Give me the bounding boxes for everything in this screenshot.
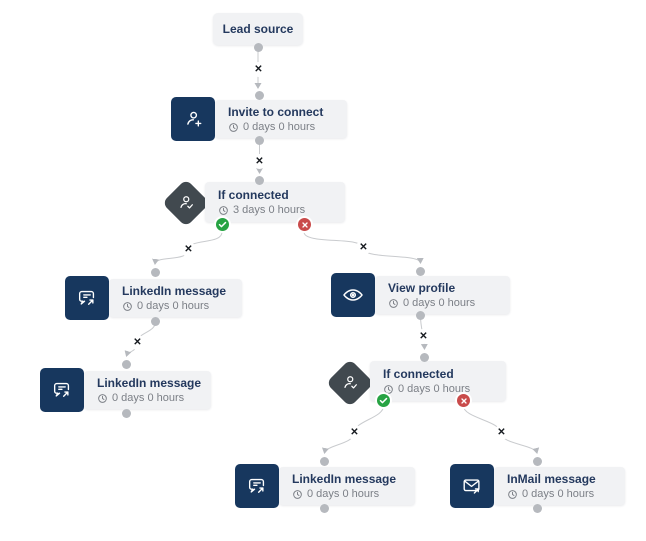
node-delay: 0 days 0 hours <box>243 120 316 133</box>
node-linkedin-message-1[interactable]: LinkedIn message 0 days 0 hours <box>109 279 242 317</box>
node-title: InMail message <box>507 471 596 486</box>
delete-edge-if1-yes-to-lm1-button[interactable]: ✕ <box>181 242 196 257</box>
cross-icon <box>301 221 308 228</box>
person-add-icon <box>187 111 202 127</box>
delete-edge-if2-no-to-inmail-button[interactable]: ✕ <box>494 425 509 440</box>
node-if-connected-1-icon-box[interactable] <box>161 178 211 228</box>
node-linkedin-message-1-icon-box[interactable] <box>65 276 109 320</box>
node-inmail-message[interactable]: InMail message 0 days 0 hours <box>494 467 625 505</box>
delete-edge-view-to-if2-button[interactable]: ✕ <box>416 329 431 344</box>
node-delay: 0 days 0 hours <box>137 299 210 312</box>
handle-top-if-connected-1[interactable] <box>255 176 264 185</box>
delete-edge-if1-no-to-view-button[interactable]: ✕ <box>356 240 371 255</box>
clock-icon <box>389 298 398 308</box>
node-linkedin-message-2-icon-box[interactable] <box>40 368 84 412</box>
node-inmail-message-icon-box[interactable] <box>450 464 494 508</box>
eye-icon <box>343 289 363 301</box>
node-delay: 0 days 0 hours <box>307 487 380 500</box>
check-icon <box>379 397 388 404</box>
chat-message-icon <box>78 290 95 305</box>
delete-edge-invite-to-if1-button[interactable]: ✕ <box>252 154 267 169</box>
handle-top-linkedin-message-2[interactable] <box>122 360 131 369</box>
node-if-connected-2-icon-box[interactable] <box>325 358 375 408</box>
node-if-connected-1[interactable]: If connected 3 days 0 hours <box>205 182 345 222</box>
node-title: If connected <box>218 187 289 202</box>
clock-icon <box>508 489 517 499</box>
clock-icon <box>98 393 107 403</box>
node-delay: 3 days 0 hours <box>233 203 306 216</box>
handle-bottom-view-profile[interactable] <box>416 311 425 320</box>
handle-bottom-inmail-message[interactable] <box>533 504 542 513</box>
branch-yes-badge-if-connected-2[interactable] <box>375 392 392 409</box>
handle-bottom-linkedin-message-3[interactable] <box>320 504 329 513</box>
chat-message-icon <box>53 382 70 397</box>
node-delay: 0 days 0 hours <box>522 487 595 500</box>
node-if-connected-2[interactable]: If connected 0 days 0 hours <box>370 361 506 401</box>
node-title: Lead source <box>222 22 294 36</box>
branch-yes-badge-if-connected-1[interactable] <box>214 216 231 233</box>
branch-no-badge-if-connected-2[interactable] <box>455 392 472 409</box>
handle-bottom-invite[interactable] <box>255 136 264 145</box>
node-linkedin-message-3[interactable]: LinkedIn message 0 days 0 hours <box>279 467 415 505</box>
delete-edge-lm1-to-lm2-button[interactable]: ✕ <box>130 335 145 350</box>
clock-icon <box>293 489 302 499</box>
node-title: LinkedIn message <box>97 375 202 390</box>
clock-icon <box>229 122 238 132</box>
node-title: If connected <box>383 366 454 381</box>
handle-top-if-connected-2[interactable] <box>420 353 429 362</box>
cross-icon <box>460 397 467 404</box>
handle-top-invite[interactable] <box>255 91 264 100</box>
handle-top-linkedin-message-1[interactable] <box>151 268 160 277</box>
handle-bottom-linkedin-message-2[interactable] <box>122 409 131 418</box>
node-view-profile-icon-box[interactable] <box>331 273 375 317</box>
node-delay: 0 days 0 hours <box>112 391 185 404</box>
node-view-profile[interactable]: View profile 0 days 0 hours <box>375 276 510 314</box>
node-invite-to-connect[interactable]: Invite to connect 0 days 0 hours <box>215 100 347 138</box>
handle-top-view-profile[interactable] <box>416 267 425 276</box>
node-title: Invite to connect <box>228 104 324 119</box>
node-lead-source[interactable]: Lead source <box>213 13 303 45</box>
check-icon <box>218 221 227 228</box>
handle-top-linkedin-message-3[interactable] <box>320 457 329 466</box>
handle-bottom-lead-source[interactable] <box>254 43 263 52</box>
handle-top-inmail-message[interactable] <box>533 457 542 466</box>
node-title: LinkedIn message <box>122 283 227 298</box>
clock-icon <box>123 301 132 311</box>
branch-no-badge-if-connected-1[interactable] <box>296 216 313 233</box>
node-delay: 0 days 0 hours <box>398 382 471 395</box>
node-title: LinkedIn message <box>292 471 397 486</box>
chat-message-icon <box>248 478 265 493</box>
node-title: View profile <box>388 280 456 295</box>
node-linkedin-message-2[interactable]: LinkedIn message 0 days 0 hours <box>84 371 211 409</box>
delete-edge-lead-to-invite-button[interactable]: ✕ <box>251 62 266 77</box>
node-delay: 0 days 0 hours <box>403 296 476 309</box>
clock-icon <box>219 205 228 215</box>
mail-send-icon <box>463 479 480 494</box>
node-invite-icon-box[interactable] <box>171 97 215 141</box>
handle-bottom-linkedin-message-1[interactable] <box>151 317 160 326</box>
delete-edge-if2-yes-to-lm3-button[interactable]: ✕ <box>347 425 362 440</box>
node-linkedin-message-3-icon-box[interactable] <box>235 464 279 508</box>
